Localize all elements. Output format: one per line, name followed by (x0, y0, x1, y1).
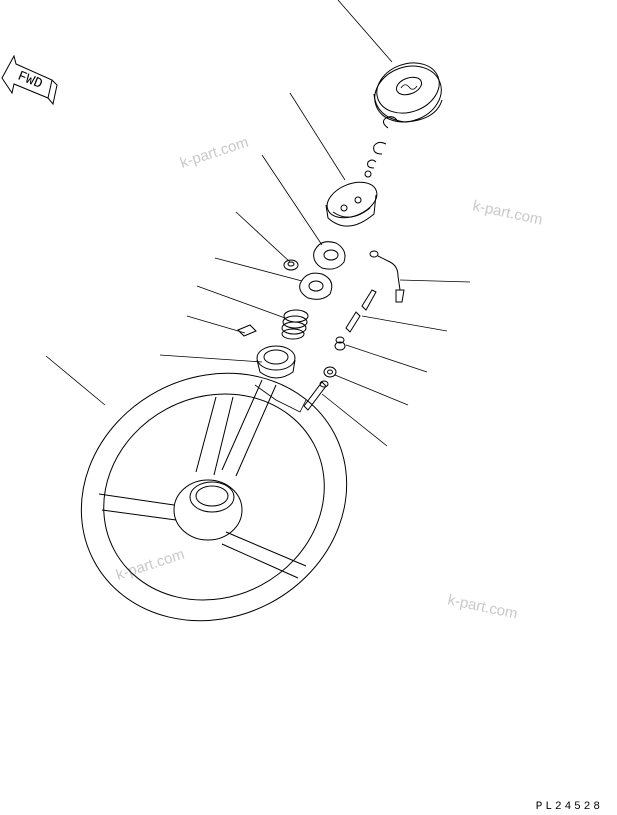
spacer-plate (299, 272, 333, 300)
watermark-3: k-part.com (114, 546, 187, 584)
assembly-axis (254, 384, 307, 413)
leader-contact-plate (261, 154, 323, 246)
nut (283, 259, 299, 271)
leader-steering-wheel (45, 355, 106, 406)
key (237, 324, 257, 337)
clip-set (364, 116, 399, 178)
leader-washer (334, 374, 409, 406)
fwd-label: FWD (15, 69, 44, 93)
drawing-code: PL24528 (535, 801, 603, 813)
leader-terminal (361, 315, 448, 332)
leader-nut (235, 211, 291, 263)
horn-base (325, 181, 378, 227)
leader-pin (321, 393, 388, 447)
watermark-1: k-part.com (178, 134, 251, 172)
spring (281, 309, 309, 340)
watermark-2: k-part.com (471, 197, 544, 228)
cup (256, 345, 296, 379)
leader-horn-base (289, 92, 346, 181)
contact-pin (303, 380, 329, 411)
leader-lines (45, 0, 471, 447)
steering-wheel (80, 372, 348, 622)
leader-cup (159, 354, 263, 363)
wire-harness (369, 250, 405, 303)
leader-wire-harness (399, 279, 471, 283)
watermark-4: k-part.com (446, 591, 519, 622)
leader-key (186, 315, 246, 334)
spring-contact (334, 336, 346, 351)
leader-spring-contact (345, 344, 428, 373)
horn-cap (373, 62, 443, 123)
contact-plate (313, 241, 346, 270)
leader-plate (214, 257, 303, 282)
leader-horn-cap (337, 0, 393, 63)
leader-spring (196, 285, 286, 319)
terminal (345, 289, 377, 333)
washer (323, 366, 337, 378)
fwd-arrow-icon: FWD (1, 54, 58, 106)
